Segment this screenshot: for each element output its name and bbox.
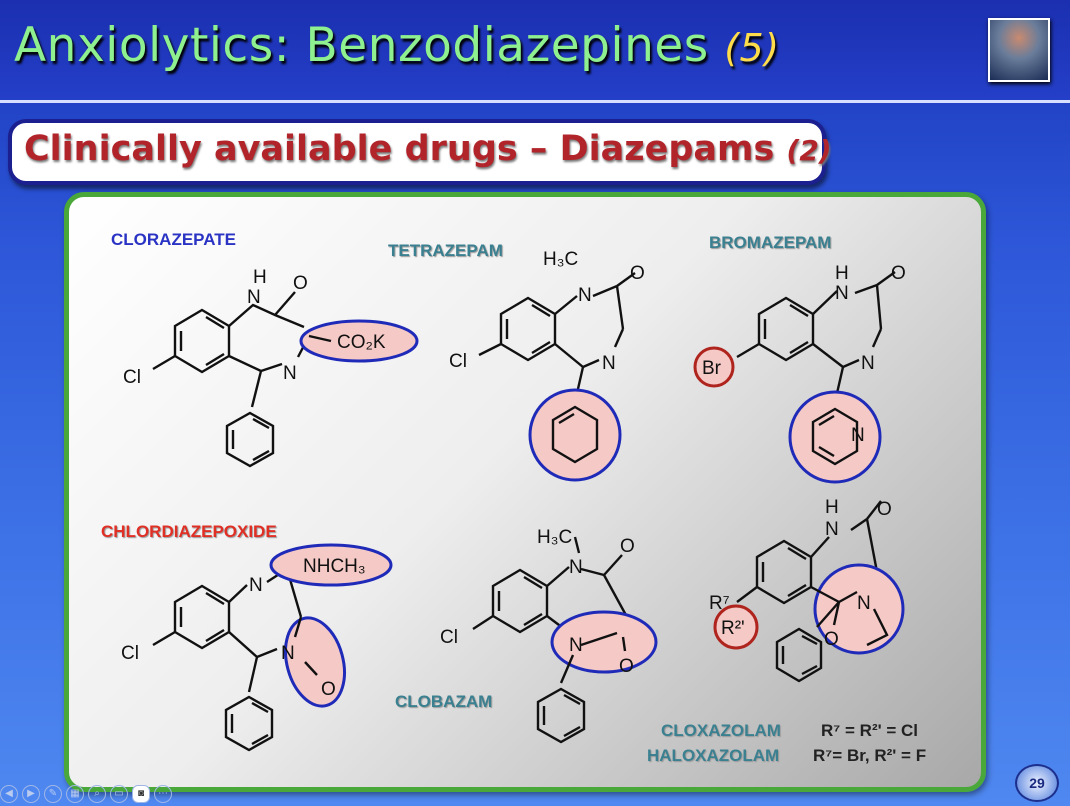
atom-o: O [619, 656, 634, 677]
slide-title-text: Anxiolytics: Benzodiazepines [14, 18, 709, 73]
group-h3c: H₃C [537, 527, 572, 548]
prev-icon[interactable]: ◀ [0, 785, 18, 803]
clorazepate-structure [152, 291, 419, 468]
label-tetrazepam: TETRAZEPAM [388, 241, 503, 260]
formula-haloxazolam: R⁷= Br, R²' = F [813, 746, 927, 765]
atom-n: N [825, 519, 839, 540]
atom-o: O [321, 679, 336, 700]
atom-h: H [253, 267, 267, 288]
subtitle-number: (2) [786, 134, 832, 167]
chlordiazepoxide-atoms: N N O Cl NHCH₃ [121, 556, 366, 700]
zoom-icon[interactable]: ⌕ [88, 785, 106, 803]
grid-icon[interactable]: ▦ [66, 785, 84, 803]
bromazepam-structure [693, 271, 896, 484]
bromazepam-atoms: H N O N N Br [702, 263, 906, 446]
cloxazolam-structure [713, 500, 905, 683]
next-icon[interactable]: ▶ [22, 785, 40, 803]
clorazepate-atoms: H N O N Cl CO₂K [123, 267, 386, 388]
atom-n: N [861, 353, 875, 374]
group-nhch3: NHCH₃ [303, 556, 366, 577]
atom-n: N [281, 643, 295, 664]
atom-cl: Cl [440, 627, 458, 648]
label-clobazam: CLOBAZAM [395, 692, 493, 711]
subtitle: Clinically available drugs – Diazepams (… [24, 129, 832, 169]
atom-o: O [824, 629, 839, 650]
label-clorazepate: CLORAZEPATE [111, 230, 236, 249]
atom-n: N [283, 363, 297, 384]
atom-n: N [857, 593, 871, 614]
label-bromazepam: BROMAZEPAM [709, 233, 832, 252]
atom-n: N [602, 353, 616, 374]
atom-cl: Cl [449, 351, 467, 372]
atom-n: N [835, 283, 849, 304]
cloxazolam-atoms: H N O N O R⁷ R²' [709, 497, 892, 650]
atom-n: N [578, 285, 592, 306]
atom-n: N [247, 287, 261, 308]
atom-h: H [835, 263, 849, 284]
screen-icon[interactable]: ▭ [110, 785, 128, 803]
structures-drawing: H N O N Cl CO₂K H₃C N O [121, 249, 906, 752]
atom-br: Br [702, 358, 722, 379]
camera-icon[interactable]: ◙ [132, 785, 150, 803]
atom-h: H [825, 497, 839, 518]
slide-navigation: ◀ ▶ ✎ ▦ ⌕ ▭ ◙ ⋯ [0, 783, 172, 805]
atom-o: O [620, 536, 635, 557]
clobazam-structure [472, 536, 658, 744]
atom-o: O [877, 499, 892, 520]
atom-o: O [293, 273, 308, 294]
group-r7: R⁷ [709, 593, 730, 614]
group-r2: R²' [721, 618, 745, 639]
subtitle-box: Clinically available drugs – Diazepams (… [8, 119, 832, 185]
formula-cloxazolam: R⁷ = R²' = Cl [821, 721, 919, 740]
label-haloxazolam: HALOXAZOLAM [647, 746, 780, 765]
more-icon[interactable]: ⋯ [154, 785, 172, 803]
page-number: 29 [1015, 764, 1059, 802]
atom-n: N [851, 425, 865, 446]
label-cloxazolam: CLOXAZOLAM [661, 721, 781, 740]
subtitle-text: Clinically available drugs – Diazepams [24, 129, 775, 169]
atom-cl: Cl [123, 367, 141, 388]
brain-image [988, 18, 1050, 82]
group-h3c: H₃C [543, 249, 578, 270]
atom-n: N [569, 635, 583, 656]
tetrazepam-structure [478, 272, 636, 482]
slide-title: Anxiolytics: Benzodiazepines (5) [14, 18, 780, 73]
atom-cl: Cl [121, 643, 139, 664]
atom-o: O [630, 263, 645, 284]
atom-n: N [569, 557, 583, 578]
label-chlordiazepoxide: CHLORDIAZEPOXIDE [101, 522, 277, 541]
chlordiazepoxide-structure [152, 543, 393, 752]
title-bar: Anxiolytics: Benzodiazepines (5) [0, 0, 1070, 103]
pen-icon[interactable]: ✎ [44, 785, 62, 803]
structures-panel: H N O N Cl CO₂K H₃C N O [64, 192, 986, 792]
atom-n: N [249, 575, 263, 596]
group-co2k: CO₂K [337, 332, 386, 353]
tetrazepam-atoms: H₃C N O N Cl [449, 249, 645, 374]
slide-title-number: (5) [724, 26, 780, 70]
atom-o: O [891, 263, 906, 284]
clobazam-atoms: H₃C N O N O Cl [440, 527, 635, 677]
